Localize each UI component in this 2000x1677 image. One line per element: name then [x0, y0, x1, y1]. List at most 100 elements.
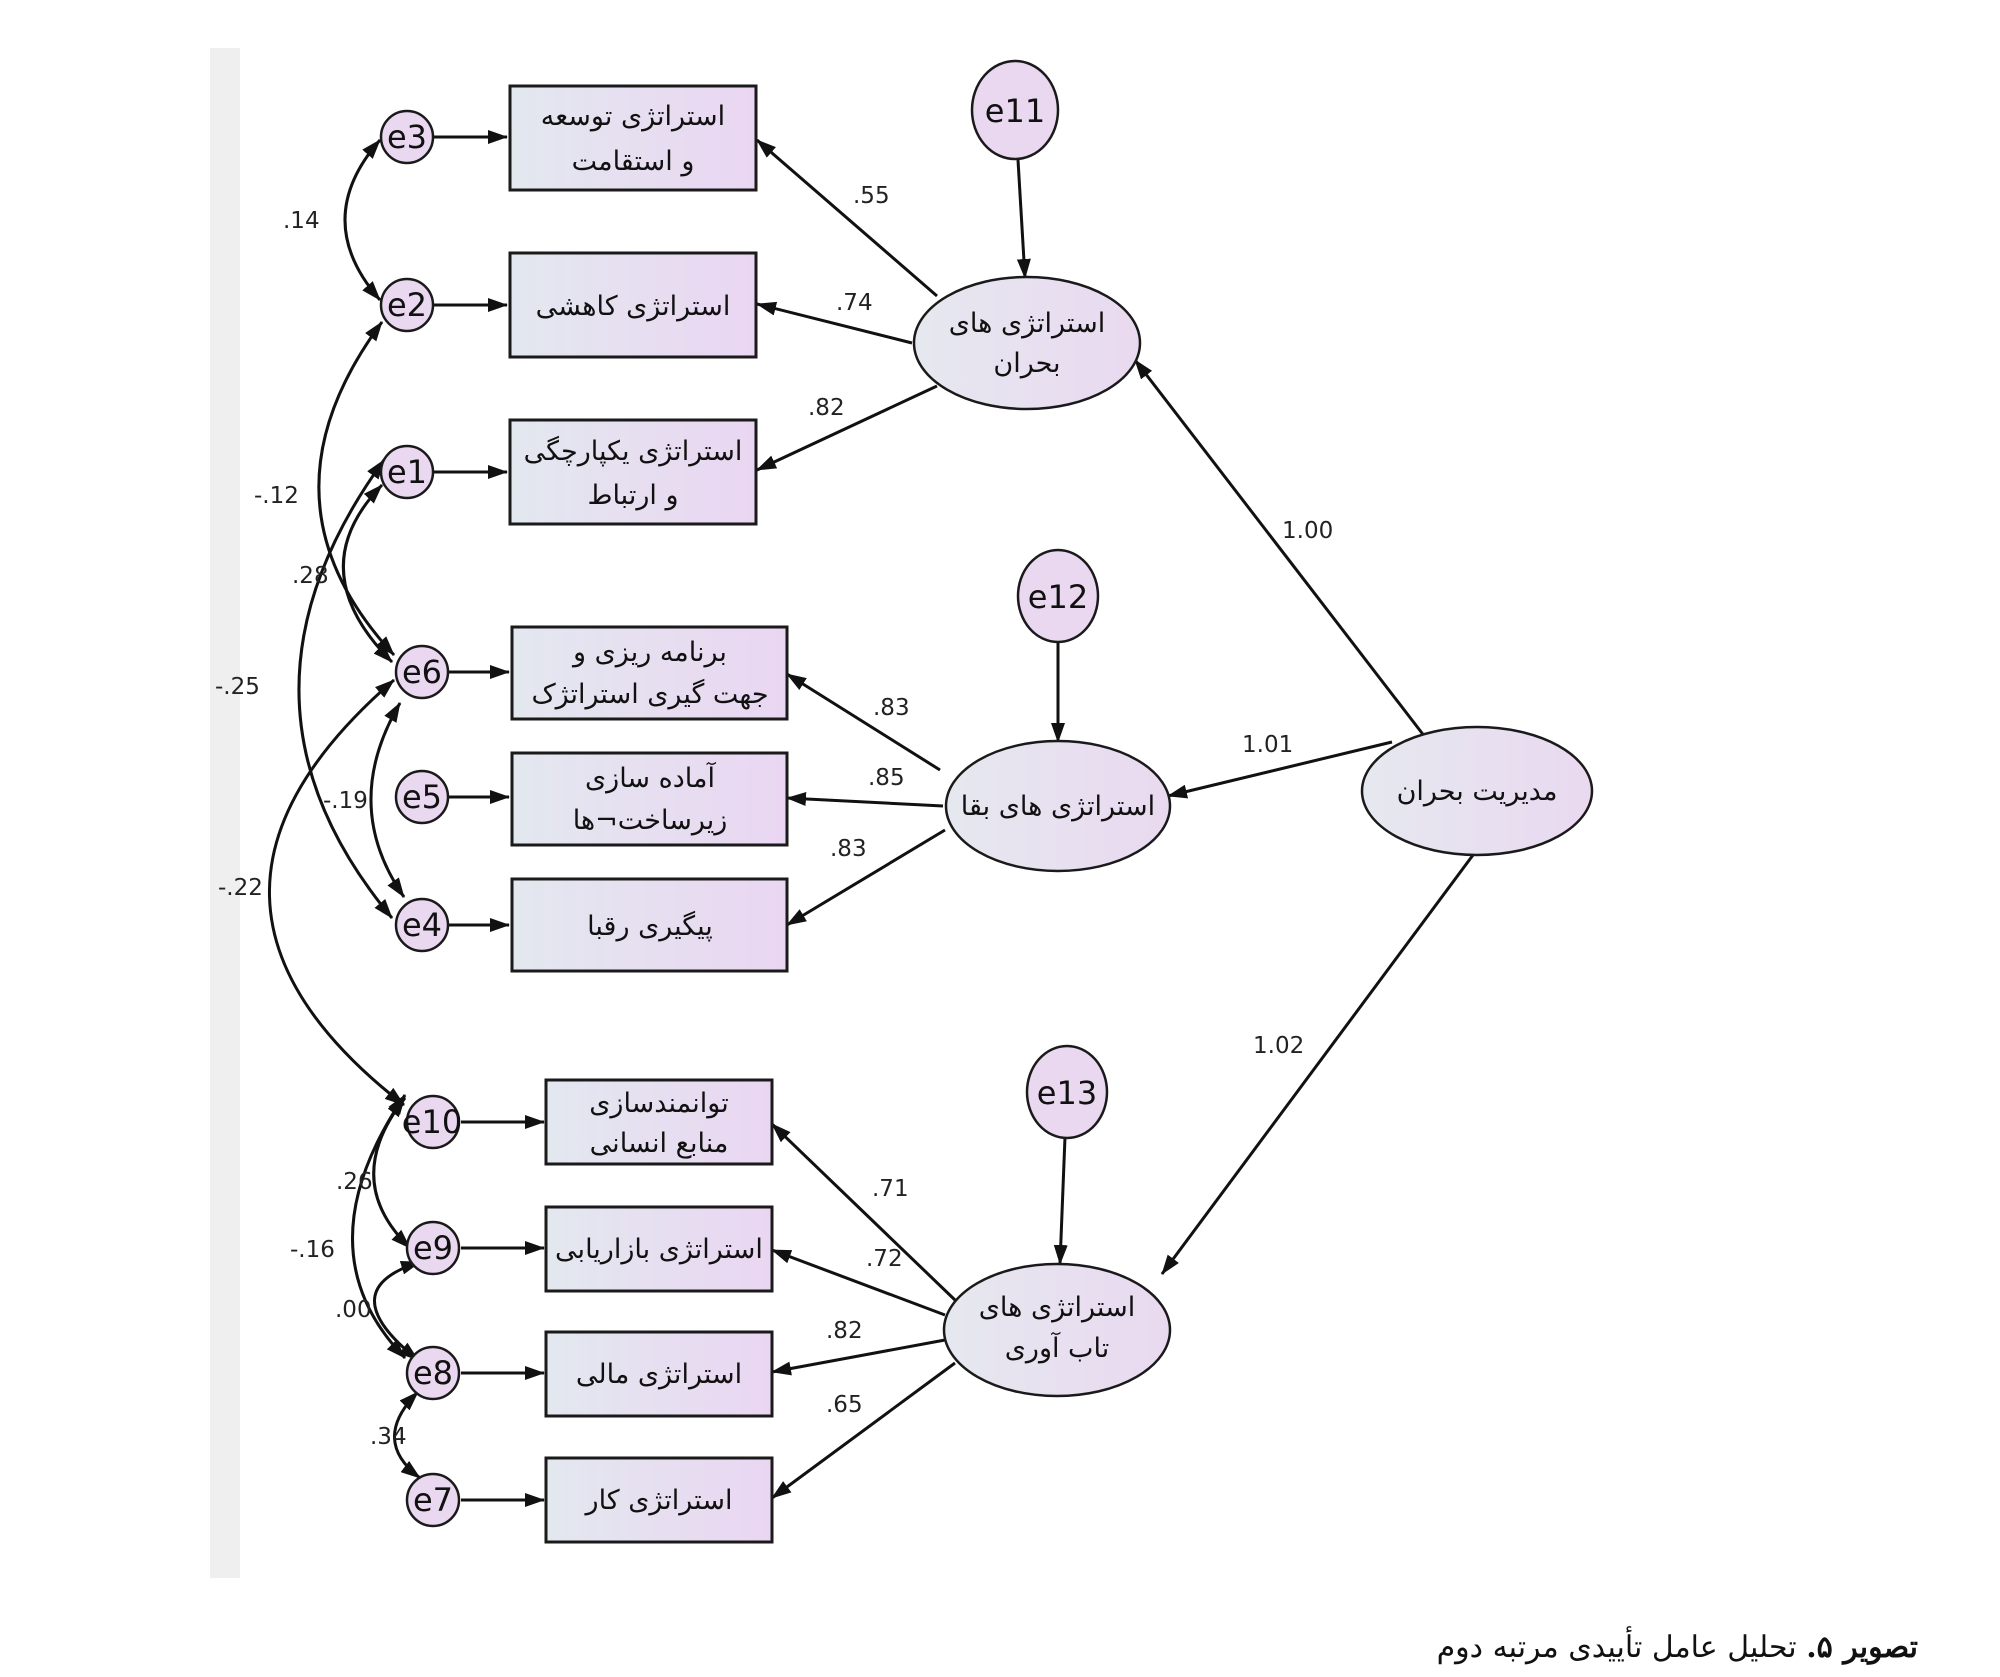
cov-label-e1-e6: .28 [292, 563, 329, 589]
loading-crisis-v2 [756, 301, 913, 345]
svg-text:e6: e6 [402, 653, 442, 691]
error-e3: e3 [379, 109, 435, 165]
cov-label-e10-e8: -.16 [290, 1237, 335, 1263]
coef-survival-v5: .85 [868, 765, 905, 791]
svg-text:استراتژی کاهشی: استراتژی کاهشی [536, 291, 731, 322]
observed-v9: استراتژی بازاریابی [544, 1205, 774, 1293]
latent-crisis-management: مدیریت بحران [1360, 725, 1594, 857]
cov-label-e8-e7: .34 [370, 1424, 407, 1450]
path-e11-to-crisis [1016, 159, 1031, 279]
cov-label-e1-e4: -.25 [215, 674, 260, 700]
svg-text:e10: e10 [402, 1103, 462, 1141]
svg-text:پیگیری رقبا: پیگیری رقبا [587, 910, 713, 942]
cov-e2-e6 [317, 321, 396, 657]
observed-v7: استراتژی کار [544, 1456, 774, 1544]
caption-number: تصویر ۵. [1806, 1630, 1918, 1665]
svg-text:استراتژی کار: استراتژی کار [584, 1485, 733, 1516]
cov-label-e9-e8: .00 [335, 1297, 372, 1323]
coef-survival-v6: .83 [873, 695, 910, 721]
cov-e6-e10 [268, 678, 405, 1107]
svg-text:e5: e5 [402, 778, 442, 816]
error-e10: e10 [402, 1094, 462, 1150]
loading-survival-v4 [786, 828, 946, 927]
loading-resilience-v10 [770, 1122, 957, 1302]
svg-text:مدیریت بحران: مدیریت بحران [1397, 776, 1558, 807]
error-e12: e12 [1016, 548, 1100, 644]
error-e7: e7 [405, 1472, 461, 1528]
coef-survival-v4: .83 [830, 836, 867, 862]
svg-text:e13: e13 [1037, 1074, 1097, 1112]
svg-text:e12: e12 [1028, 578, 1088, 616]
coef-cm-resilience: 1.02 [1253, 1033, 1304, 1059]
loading-resilience-v9 [771, 1248, 946, 1317]
loading-crisis-v3 [756, 138, 938, 298]
path-e13-to-resilience [1053, 1136, 1068, 1265]
sidebar-strip [210, 48, 240, 1578]
coef-crisis-v2: .74 [836, 290, 873, 316]
svg-text:e11: e11 [985, 92, 1045, 130]
path-cm-to-resilience [1160, 854, 1475, 1275]
loading-survival-v6 [786, 672, 941, 772]
latent-survival-strategies: استراتژی های بقا [944, 739, 1172, 873]
svg-text:e8: e8 [413, 1354, 453, 1392]
svg-text:e9: e9 [413, 1229, 453, 1267]
svg-text:e7: e7 [413, 1481, 453, 1519]
error-e9: e9 [405, 1220, 461, 1276]
coef-crisis-v1: .82 [808, 395, 845, 421]
observed-v2: استراتژی کاهشی [508, 251, 758, 359]
loading-survival-v5 [786, 791, 944, 808]
cov-e9-e8 [373, 1260, 421, 1362]
path-cm-to-crisis [1133, 359, 1427, 738]
cov-label-e6-e10: -.22 [218, 875, 263, 901]
path-cm-to-survival [1167, 740, 1393, 799]
error-e6: e6 [394, 644, 450, 700]
cov-label-e6-e4: -.19 [323, 788, 368, 814]
svg-text:e1: e1 [387, 453, 427, 491]
error-e2: e2 [379, 277, 435, 333]
cov-e1-e4 [297, 459, 394, 919]
coef-crisis-v3: .55 [853, 183, 890, 209]
cov-e8-e7 [393, 1390, 421, 1480]
svg-text:e4: e4 [402, 906, 442, 944]
loading-resilience-v7 [771, 1361, 956, 1500]
observed-v8: استراتژی مالی [544, 1330, 774, 1418]
observed-v4: پیگیری رقبا [510, 877, 789, 973]
cov-label-e2-e6: -.12 [254, 483, 299, 509]
cov-label-e10-e9: .26 [336, 1169, 373, 1195]
coef-cm-crisis: 1.00 [1282, 518, 1333, 544]
error-e1: e1 [379, 444, 435, 500]
loading-resilience-v8 [771, 1338, 946, 1376]
cov-label-e3-e2: .14 [283, 208, 320, 234]
error-e11: e11 [970, 59, 1060, 161]
coef-resilience-v8: .82 [826, 1318, 863, 1344]
svg-text:e2: e2 [387, 286, 427, 324]
error-e5: e5 [394, 769, 450, 825]
cov-e10-e8 [351, 1094, 407, 1360]
svg-text:استراتژی های بقا: استراتژی های بقا [961, 791, 1155, 822]
caption-text: تحلیل عامل تأییدی مرتبه دوم [1436, 1630, 1797, 1665]
coef-resilience-v9: .72 [866, 1246, 903, 1272]
coef-resilience-v10: .71 [872, 1176, 909, 1202]
cov-e3-e2 [343, 139, 382, 301]
error-e8: e8 [405, 1345, 461, 1401]
error-e13: e13 [1025, 1044, 1109, 1140]
error-e4: e4 [394, 897, 450, 953]
coef-cm-survival: 1.01 [1242, 732, 1293, 758]
coef-resilience-v7: .65 [826, 1392, 863, 1418]
figure-caption: تصویر ۵. تحلیل عامل تأییدی مرتبه دوم [1437, 1630, 1918, 1665]
svg-text:e3: e3 [387, 118, 427, 156]
